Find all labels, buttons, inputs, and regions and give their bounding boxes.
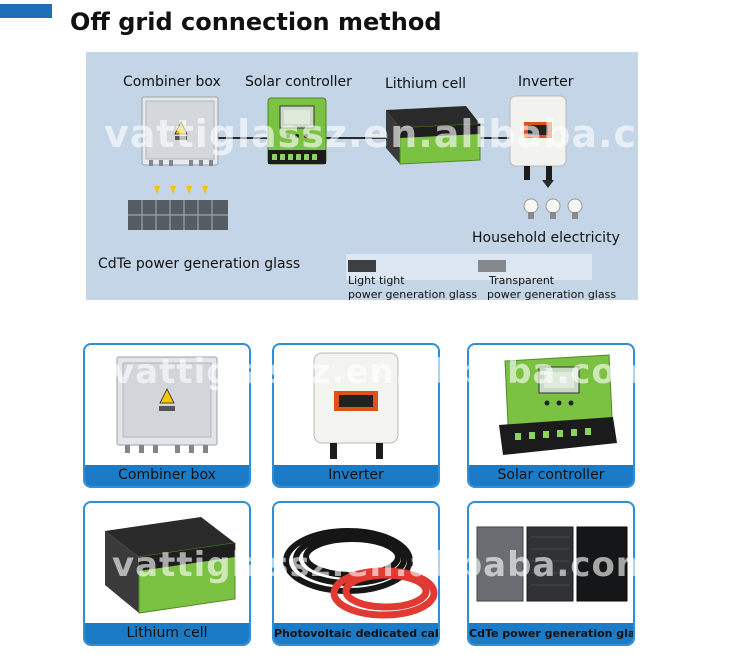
- cdte-panels-image: [128, 200, 228, 230]
- panel-arrows: [154, 186, 208, 194]
- light-tight-swatch: [348, 260, 376, 272]
- photovoltaic-cable-image: [283, 528, 438, 619]
- diagram-label-lithium-cell: Lithium cell: [385, 76, 466, 92]
- card-photovoltaic-cable: Photovoltaic dedicated cable: [272, 501, 440, 646]
- card-label: Lithium cell: [85, 623, 249, 644]
- card-label: Inverter: [274, 465, 438, 486]
- diagram-label-cdte-glass: CdTe power generation glass: [98, 256, 301, 272]
- combiner-box-image: [116, 356, 218, 453]
- inverter-image: [313, 352, 399, 459]
- inverter-image: [509, 95, 567, 180]
- card-label: Combiner box: [85, 465, 249, 486]
- lithium-cell-image: [386, 106, 481, 165]
- card-label: Solar controller: [469, 465, 633, 486]
- light-bulbs-icon: [523, 198, 583, 219]
- lithium-cell-image: [105, 517, 236, 614]
- page-title: Off grid connection method: [70, 8, 442, 36]
- card-combiner-box: Combiner box: [83, 343, 251, 488]
- cdte-glass-image: [476, 526, 628, 602]
- diagram-label-inverter: Inverter: [518, 74, 574, 90]
- diagram-label-solar-controller: Solar controller: [245, 74, 352, 90]
- diagram-label-combiner-box: Combiner box: [123, 74, 221, 90]
- title-accent-bar: [0, 4, 52, 18]
- combiner-box-image: [141, 96, 219, 166]
- card-solar-controller: Solar controller: [467, 343, 635, 488]
- diagram-label-household-electricity: Household electricity: [472, 230, 620, 246]
- legend-transparent: Transparent power generation glass: [487, 274, 617, 300]
- card-label: CdTe power generation glass: [469, 623, 633, 644]
- card-cdte-glass: CdTe power generation glass: [467, 501, 635, 646]
- card-inverter: Inverter: [272, 343, 440, 488]
- glass-legend-strip: [346, 254, 592, 280]
- solar-controller-image: [267, 97, 327, 165]
- transparent-swatch: [478, 260, 506, 272]
- connection-diagram: Combiner box CdTe power generation glass…: [86, 52, 638, 300]
- legend-light-tight: Light tight power generation glass: [348, 274, 478, 300]
- card-lithium-cell: Lithium cell: [83, 501, 251, 646]
- card-label: Photovoltaic dedicated cable: [274, 623, 438, 644]
- solar-controller-image: [499, 354, 617, 455]
